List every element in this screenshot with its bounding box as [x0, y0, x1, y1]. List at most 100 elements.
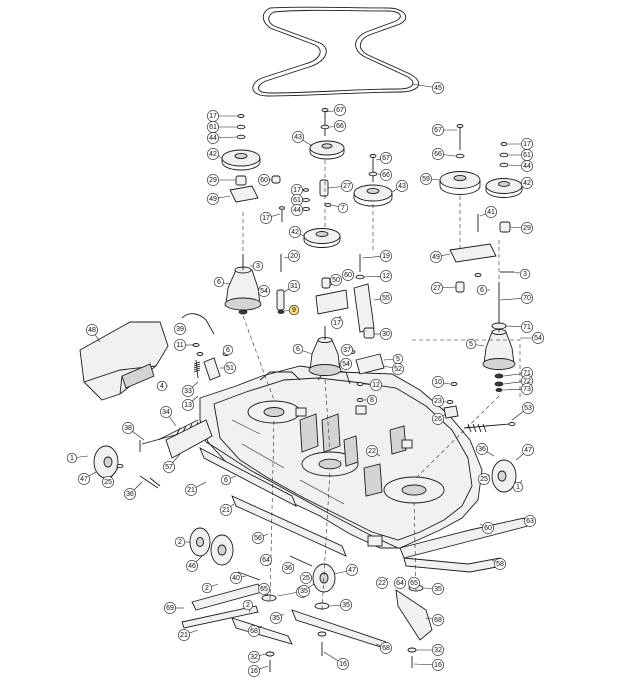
callout-bubble	[288, 304, 300, 316]
callout-number: 22	[378, 580, 386, 587]
callout-bubble	[260, 554, 272, 566]
callout-bubble	[512, 481, 524, 493]
callout-number: 17	[209, 113, 217, 120]
callout-number: 60	[484, 525, 492, 532]
callout-number: 35	[342, 602, 350, 609]
callout-c-68b: 68	[380, 642, 392, 654]
callout-c-32a: 32	[248, 651, 260, 663]
callout-c-66c: 66	[432, 148, 444, 160]
callout-bubble	[482, 522, 494, 534]
callout-c-17c: 17	[291, 184, 303, 196]
callout-number: 2	[178, 539, 182, 546]
callout-bubble	[248, 665, 260, 677]
callout-c-1a: 1	[66, 452, 78, 464]
callout-number: 66	[382, 172, 390, 179]
callout-number: 3	[256, 263, 260, 270]
callout-number: 63	[526, 518, 534, 525]
callout-c-44b: 44	[291, 204, 303, 216]
callout-c-68a: 68	[248, 625, 260, 637]
callout-bubble	[331, 317, 343, 329]
callout-c-56: 56	[252, 532, 264, 544]
callout-number: 35	[272, 615, 280, 622]
callout-number: 47	[524, 447, 532, 454]
callout-bubble	[258, 583, 270, 595]
callout-bubble	[248, 625, 260, 637]
callout-number: 59	[422, 176, 430, 183]
callout-number: 65	[410, 580, 418, 587]
callout-c-32b: 32	[432, 644, 444, 656]
callout-c-46a: 46	[186, 560, 198, 572]
callout-c-25b: 25	[478, 473, 490, 485]
callout-c-21c: 21	[178, 629, 190, 641]
callout-number: 46	[188, 563, 196, 570]
callout-bubble	[392, 363, 404, 375]
callout-bubble	[222, 344, 234, 356]
callout-c-57: 57	[163, 461, 175, 473]
callout-number: 30	[382, 331, 390, 338]
callout-c-10: 10	[432, 376, 444, 388]
callout-c-60b: 60	[342, 269, 354, 281]
callout-bubble	[346, 564, 358, 576]
callout-bubble	[174, 339, 186, 351]
callout-bubble	[292, 131, 304, 143]
callout-number: 71	[523, 324, 531, 331]
callout-number: 2	[205, 585, 209, 592]
callout-number: 39	[176, 326, 184, 333]
callout-c-25a: 25	[102, 476, 114, 488]
callout-c-26: 26	[432, 413, 444, 425]
callout-bubble	[521, 321, 533, 333]
callout-bubble	[380, 250, 392, 262]
callout-c-37: 37	[341, 344, 353, 356]
callout-number: 27	[433, 285, 441, 292]
callout-bubble	[521, 383, 533, 395]
callout-c-31: 31	[288, 280, 300, 292]
callout-number: 57	[165, 464, 173, 471]
callout-bubble	[408, 577, 420, 589]
callout-c-7a: 7	[337, 202, 349, 214]
callout-c-42c: 42	[521, 177, 533, 189]
callout-number: 25	[104, 479, 112, 486]
callout-bubble	[337, 658, 349, 670]
callout-number: 61	[523, 152, 531, 159]
callout-bubble	[340, 358, 352, 370]
callout-bubble	[476, 284, 488, 296]
callout-c-60a: 60	[258, 174, 270, 186]
callout-c-45: 45	[432, 82, 444, 94]
callout-c-44a: 44	[207, 132, 219, 144]
callout-number: 41	[487, 209, 495, 216]
callout-bubble	[420, 173, 432, 185]
callout-number: 42	[209, 151, 217, 158]
callout-c-68c: 68	[432, 614, 444, 626]
callout-bubble	[522, 444, 534, 456]
callout-c-44c: 44	[521, 160, 533, 172]
callout-number: 44	[209, 135, 217, 142]
callout-number: 36	[478, 446, 486, 453]
callout-number: 10	[434, 379, 442, 386]
callout-c-55: 55	[380, 292, 392, 304]
callout-c-69: 69	[164, 602, 176, 614]
callout-bubble	[396, 180, 408, 192]
callout-number: 49	[432, 254, 440, 261]
callout-c-42a: 42	[207, 148, 219, 160]
callout-number: 21	[187, 487, 195, 494]
callout-bubble	[380, 292, 392, 304]
callout-bubble	[178, 629, 190, 641]
callout-c-59: 59	[420, 173, 432, 185]
callout-c-5a: 5	[465, 338, 477, 350]
callout-number: 7	[341, 205, 345, 212]
callout-number: 5	[396, 356, 400, 363]
callout-number: 27	[343, 183, 351, 190]
callout-number: 66	[434, 151, 442, 158]
callout-c-60c: 60	[482, 522, 494, 534]
callout-bubble	[521, 292, 533, 304]
callout-number: 16	[339, 661, 347, 668]
callout-number: 4	[160, 383, 164, 390]
callout-number: 16	[434, 662, 442, 669]
callout-bubble	[432, 659, 444, 671]
callout-number: 50	[332, 277, 340, 284]
callout-number: 35	[300, 588, 308, 595]
callout-c-52: 52	[392, 363, 404, 375]
callout-bubble	[366, 394, 378, 406]
callout-number: 19	[382, 253, 390, 260]
